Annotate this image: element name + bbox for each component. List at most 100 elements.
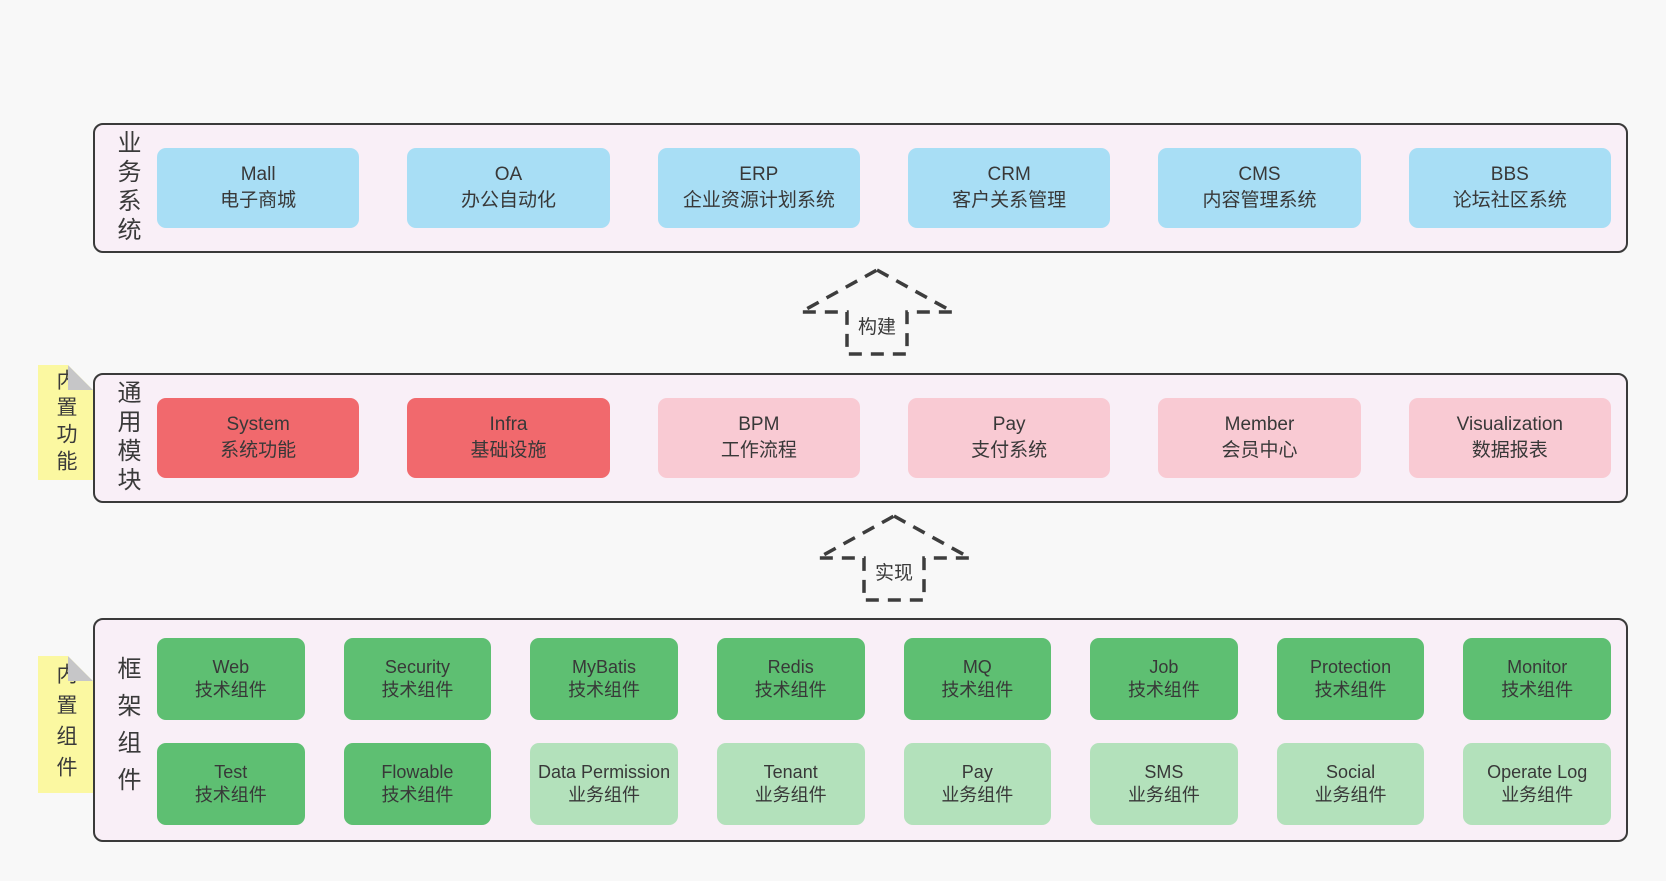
component-row-1: Web 技术组件 Security 技术组件 MyBatis 技术组件 Redi…: [157, 638, 1611, 720]
box-crm: CRM 客户关系管理: [907, 148, 1111, 228]
box-title: Monitor: [1507, 656, 1568, 677]
box-subtitle: 数据报表: [1471, 440, 1548, 461]
layer-label-text: 通用模块: [113, 380, 140, 496]
box-subtitle: 技术组件: [194, 785, 267, 805]
box-system: System 系统功能: [157, 398, 360, 478]
dashed-up-arrow-icon: [817, 514, 971, 602]
box-title: CMS: [1238, 163, 1281, 185]
box-title: Tenant: [763, 761, 818, 782]
box-subtitle: 业务组件: [754, 785, 827, 805]
sticky-note-builtin-features: 内置功能: [38, 365, 93, 480]
box-title: Security: [384, 656, 450, 677]
box-title: Protection: [1310, 656, 1392, 677]
component-boxes-grid: Web 技术组件 Security 技术组件 MyBatis 技术组件 Redi…: [157, 620, 1626, 840]
box-subtitle: 电子商城: [220, 190, 297, 211]
box-title: Web: [212, 656, 250, 677]
layer-label-common-modules: 通用模块: [95, 375, 157, 501]
business-boxes-row: Mall 电子商城 OA 办公自动化 ERP 企业资源计划系统 CRM 客户关系…: [157, 125, 1626, 251]
box-title: Pay: [992, 413, 1026, 435]
box-tenant: Tenant 业务组件: [716, 743, 865, 825]
box-title: MQ: [962, 656, 992, 677]
box-title: Job: [1149, 656, 1179, 677]
box-title: OA: [494, 163, 523, 185]
box-mybatis: MyBatis 技术组件: [530, 638, 678, 720]
box-infra: Infra 基础设施: [407, 398, 610, 478]
box-subtitle: 技术组件: [194, 680, 267, 700]
box-subtitle: 业务组件: [941, 785, 1014, 805]
box-subtitle: 工作流程: [720, 440, 797, 461]
box-redis: Redis 技术组件: [716, 638, 865, 720]
box-subtitle: 业务组件: [1314, 785, 1387, 805]
box-subtitle: 技术组件: [568, 680, 641, 700]
box-title: Mall: [240, 163, 276, 185]
box-title: Visualization: [1456, 413, 1563, 435]
box-title: BBS: [1490, 163, 1529, 185]
box-member: Member 会员中心: [1158, 398, 1361, 478]
layer-common-modules: 内置功能 通用模块 System 系统功能 Infra 基础设施 BPM 工作流…: [93, 373, 1628, 503]
box-title: Pay: [961, 761, 993, 782]
box-security: Security 技术组件: [343, 638, 492, 720]
box-title: Operate Log: [1487, 761, 1588, 782]
box-social: Social 业务组件: [1276, 743, 1425, 825]
box-mq: MQ 技术组件: [903, 638, 1052, 720]
box-subtitle: 内容管理系统: [1202, 190, 1317, 211]
box-title: Flowable: [381, 761, 454, 782]
box-flowable: Flowable 技术组件: [343, 743, 492, 825]
layer-label-text: 框架组件: [113, 656, 140, 804]
box-visualization: Visualization 数据报表: [1408, 398, 1611, 478]
box-title: SMS: [1144, 761, 1184, 782]
box-subtitle: 技术组件: [381, 785, 454, 805]
arrow-implement: 实现: [814, 512, 974, 604]
box-mall: Mall 电子商城: [157, 148, 360, 228]
layer-framework-components: 内置组件 框架组件 Web 技术组件 Security 技术组件 MyBatis…: [93, 618, 1628, 842]
sticky-note-label: 内置功能: [54, 368, 77, 477]
box-subtitle: 业务组件: [1127, 785, 1200, 805]
box-cms: CMS 内容管理系统: [1158, 148, 1361, 228]
box-title: Infra: [489, 413, 528, 435]
box-pay: Pay 支付系统: [907, 398, 1111, 478]
box-title: CRM: [987, 163, 1031, 185]
box-title: Test: [214, 761, 248, 782]
box-subtitle: 技术组件: [754, 680, 827, 700]
dashed-up-arrow-icon: [800, 268, 954, 356]
layer-label-business-systems: 业务系统: [95, 125, 157, 251]
layer-business-systems: 业务系统 Mall 电子商城 OA 办公自动化 ERP 企业资源计划系统 CRM…: [93, 123, 1628, 253]
layer-label-text: 业务系统: [113, 130, 140, 246]
box-subtitle: 技术组件: [1501, 680, 1574, 700]
component-row-2: Test 技术组件 Flowable 技术组件 Data Permission …: [157, 743, 1611, 825]
box-bbs: BBS 论坛社区系统: [1408, 148, 1611, 228]
box-subtitle: 系统功能: [220, 440, 297, 461]
box-title: Redis: [767, 656, 814, 677]
box-subtitle: 办公自动化: [460, 190, 556, 211]
box-title: BPM: [738, 413, 780, 435]
folded-corner-icon: [68, 365, 93, 390]
box-subtitle: 技术组件: [1314, 680, 1387, 700]
module-boxes-row: System 系统功能 Infra 基础设施 BPM 工作流程 Pay 支付系统…: [157, 375, 1626, 501]
box-pay-biz: Pay 业务组件: [903, 743, 1052, 825]
box-monitor: Monitor 技术组件: [1463, 638, 1611, 720]
box-subtitle: 客户关系管理: [952, 190, 1067, 211]
arrow-build: 构建: [797, 266, 957, 358]
box-subtitle: 业务组件: [568, 785, 641, 805]
box-subtitle: 基础设施: [470, 440, 547, 461]
box-sms: SMS 业务组件: [1090, 743, 1238, 825]
sticky-note-label: 内置组件: [54, 662, 77, 787]
box-title: System: [226, 413, 290, 435]
box-subtitle: 会员中心: [1221, 440, 1298, 461]
box-title: ERP: [739, 163, 779, 185]
box-data-permission: Data Permission 业务组件: [530, 743, 678, 825]
box-title: MyBatis: [572, 656, 637, 677]
arrow-build-label: 构建: [853, 310, 901, 341]
box-bpm: BPM 工作流程: [657, 398, 860, 478]
arrow-implement-label: 实现: [870, 556, 918, 587]
box-test: Test 技术组件: [157, 743, 305, 825]
box-subtitle: 技术组件: [941, 680, 1014, 700]
box-web: Web 技术组件: [157, 638, 305, 720]
box-subtitle: 业务组件: [1501, 785, 1574, 805]
box-title: Member: [1224, 413, 1295, 435]
box-oa: OA 办公自动化: [407, 148, 610, 228]
box-title: Data Permission: [538, 761, 671, 782]
box-erp: ERP 企业资源计划系统: [657, 148, 860, 228]
box-operate-log: Operate Log 业务组件: [1463, 743, 1611, 825]
